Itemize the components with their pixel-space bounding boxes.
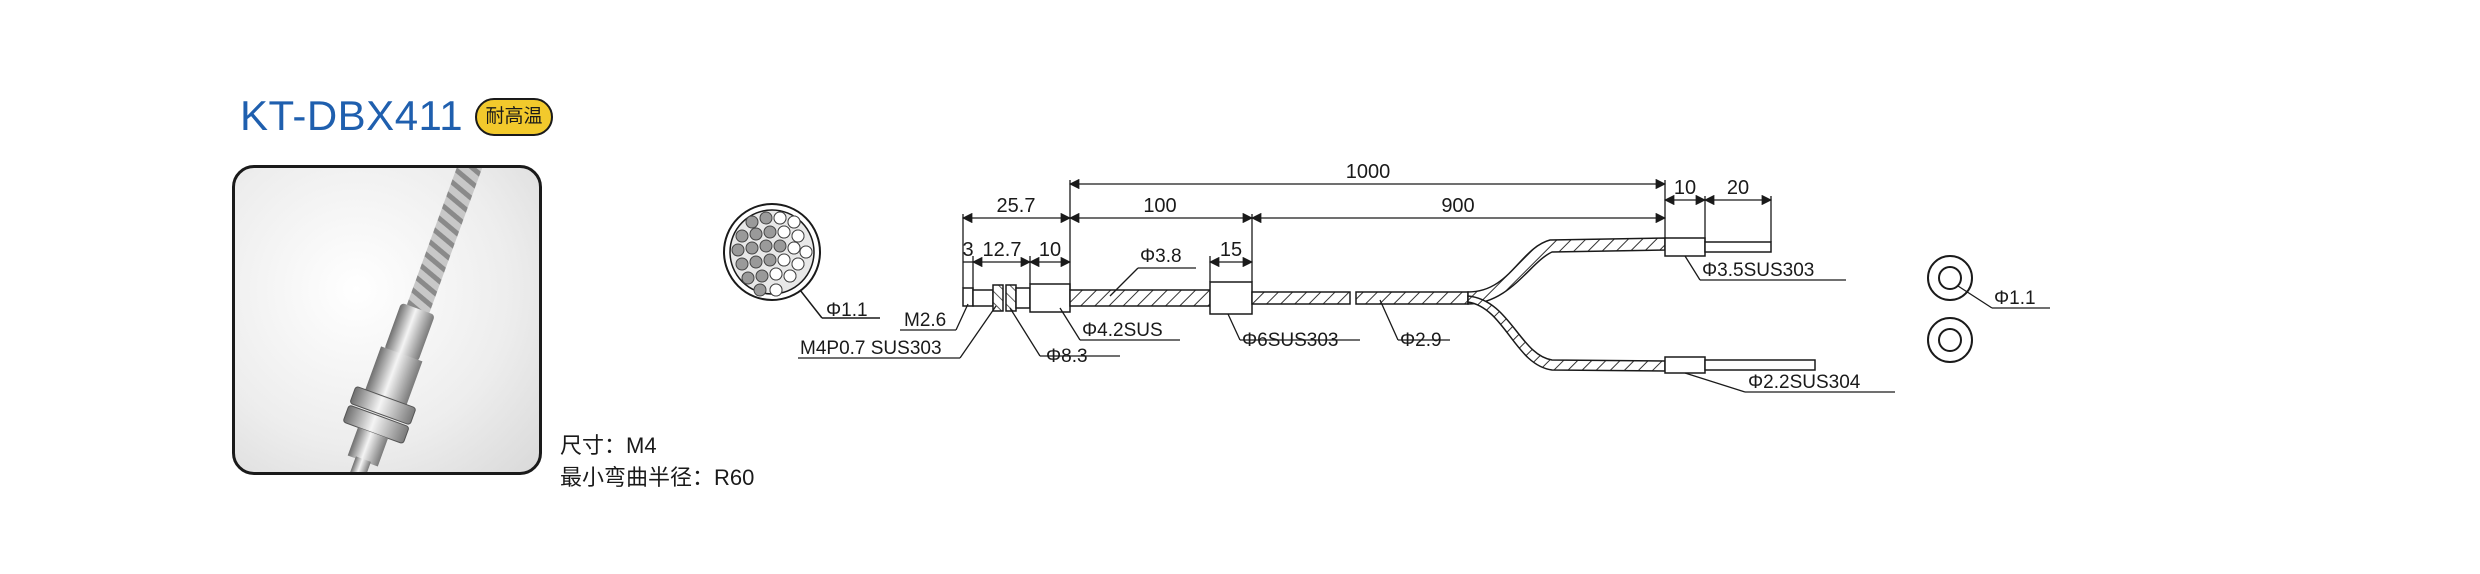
dim-100: 100 — [1143, 195, 1176, 217]
dim-12-7: 12.7 — [983, 239, 1022, 261]
product-model-title: KT-DBX411 — [240, 92, 464, 139]
dim-15: 15 — [1220, 239, 1242, 261]
product-photo — [232, 165, 542, 475]
dim-900: 900 — [1441, 195, 1474, 217]
end-face-label: Φ1.1 — [1994, 288, 2036, 309]
spec-bend-radius: 最小弯曲半径：R60 — [560, 465, 755, 490]
sensor-head — [962, 281, 1469, 315]
label-phi-8-3: Φ8.3 — [1046, 346, 1088, 367]
end-face-view — [1927, 255, 2050, 363]
high-temperature-badge: 耐高温 — [475, 98, 553, 136]
fiber-branches — [1467, 237, 1816, 374]
dim-10-end: 10 — [1674, 177, 1696, 199]
label-thread: M4P0.7 SUS303 — [800, 338, 942, 359]
label-phi-2-2: Φ2.2SUS304 — [1748, 372, 1861, 393]
label-phi-2-9: Φ2.9 — [1400, 330, 1442, 351]
dim-25-7: 25.7 — [997, 195, 1036, 217]
fiber-section-label: Φ1.1 — [826, 300, 868, 321]
spec-size: 尺寸：M4 — [560, 433, 657, 458]
dim-20-end: 20 — [1727, 177, 1749, 199]
dimension-lines — [798, 178, 1895, 393]
label-m2-6: M2.6 — [904, 310, 946, 331]
dim-total-length: 1000 — [1346, 161, 1391, 183]
dim-3: 3 — [962, 239, 973, 261]
sensor-photo-illustration — [343, 168, 485, 472]
label-phi-4-2: Φ4.2SUS — [1082, 320, 1163, 341]
label-phi-6: Φ6SUS303 — [1242, 330, 1339, 351]
dim-10: 10 — [1039, 239, 1061, 261]
fiber-bundle-cross-section — [723, 203, 880, 319]
label-phi-3-5: Φ3.5SUS303 — [1702, 260, 1814, 281]
label-phi-3-8: Φ3.8 — [1140, 246, 1182, 267]
